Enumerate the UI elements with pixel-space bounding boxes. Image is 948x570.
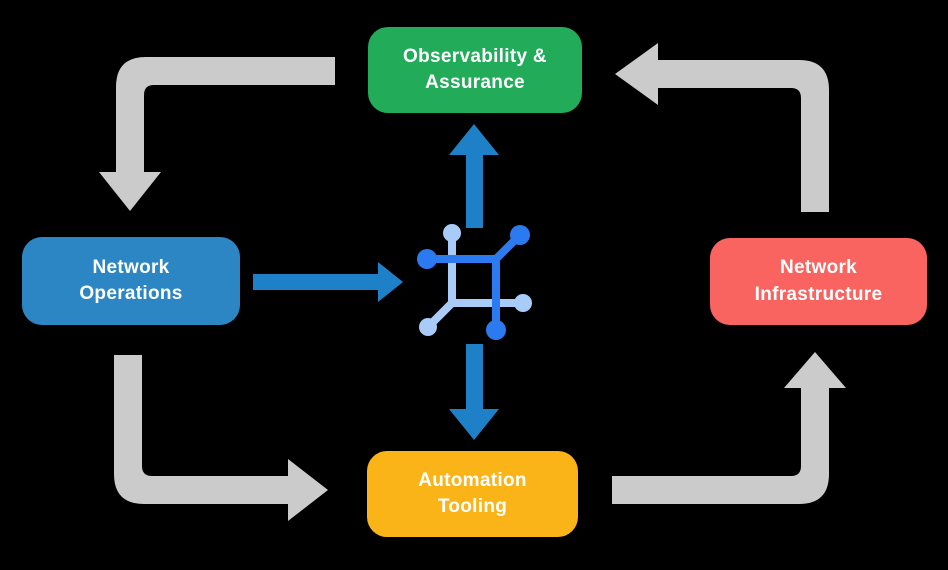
node-network-operations: Network Operations (22, 237, 240, 325)
network-mesh-icon-dark-nodes (417, 225, 530, 340)
node-label-line: Network (92, 256, 170, 278)
gray-arrow-observability-to-netops (99, 57, 335, 211)
node-network-infrastructure: Network Infrastructure (710, 238, 927, 325)
blue-arrow-center-to-autotool (449, 344, 499, 440)
network-mesh-icon (417, 224, 532, 340)
node-label-line: Observability & (403, 45, 547, 67)
blue-arrow-center-to-observability (449, 124, 499, 228)
gray-arrow-netinfra-to-observability (615, 43, 829, 212)
node-observability-assurance: Observability & Assurance (368, 27, 582, 113)
node-label-line: Assurance (425, 72, 525, 93)
node-automation-tooling: Automation Tooling (367, 451, 578, 537)
gray-arrow-netops-to-autotool (114, 355, 328, 521)
node-label-line: Tooling (437, 496, 508, 517)
network-mesh-icon-light-nodes (419, 224, 532, 336)
node-label-line: Infrastructure (754, 283, 883, 305)
node-label-line: Automation (418, 469, 527, 491)
node-label-line: Network (779, 257, 858, 279)
node-label-line: Operations (79, 283, 183, 304)
blue-arrow-netops-to-center (253, 262, 403, 302)
gray-arrow-autotool-to-netinfra (612, 352, 846, 504)
